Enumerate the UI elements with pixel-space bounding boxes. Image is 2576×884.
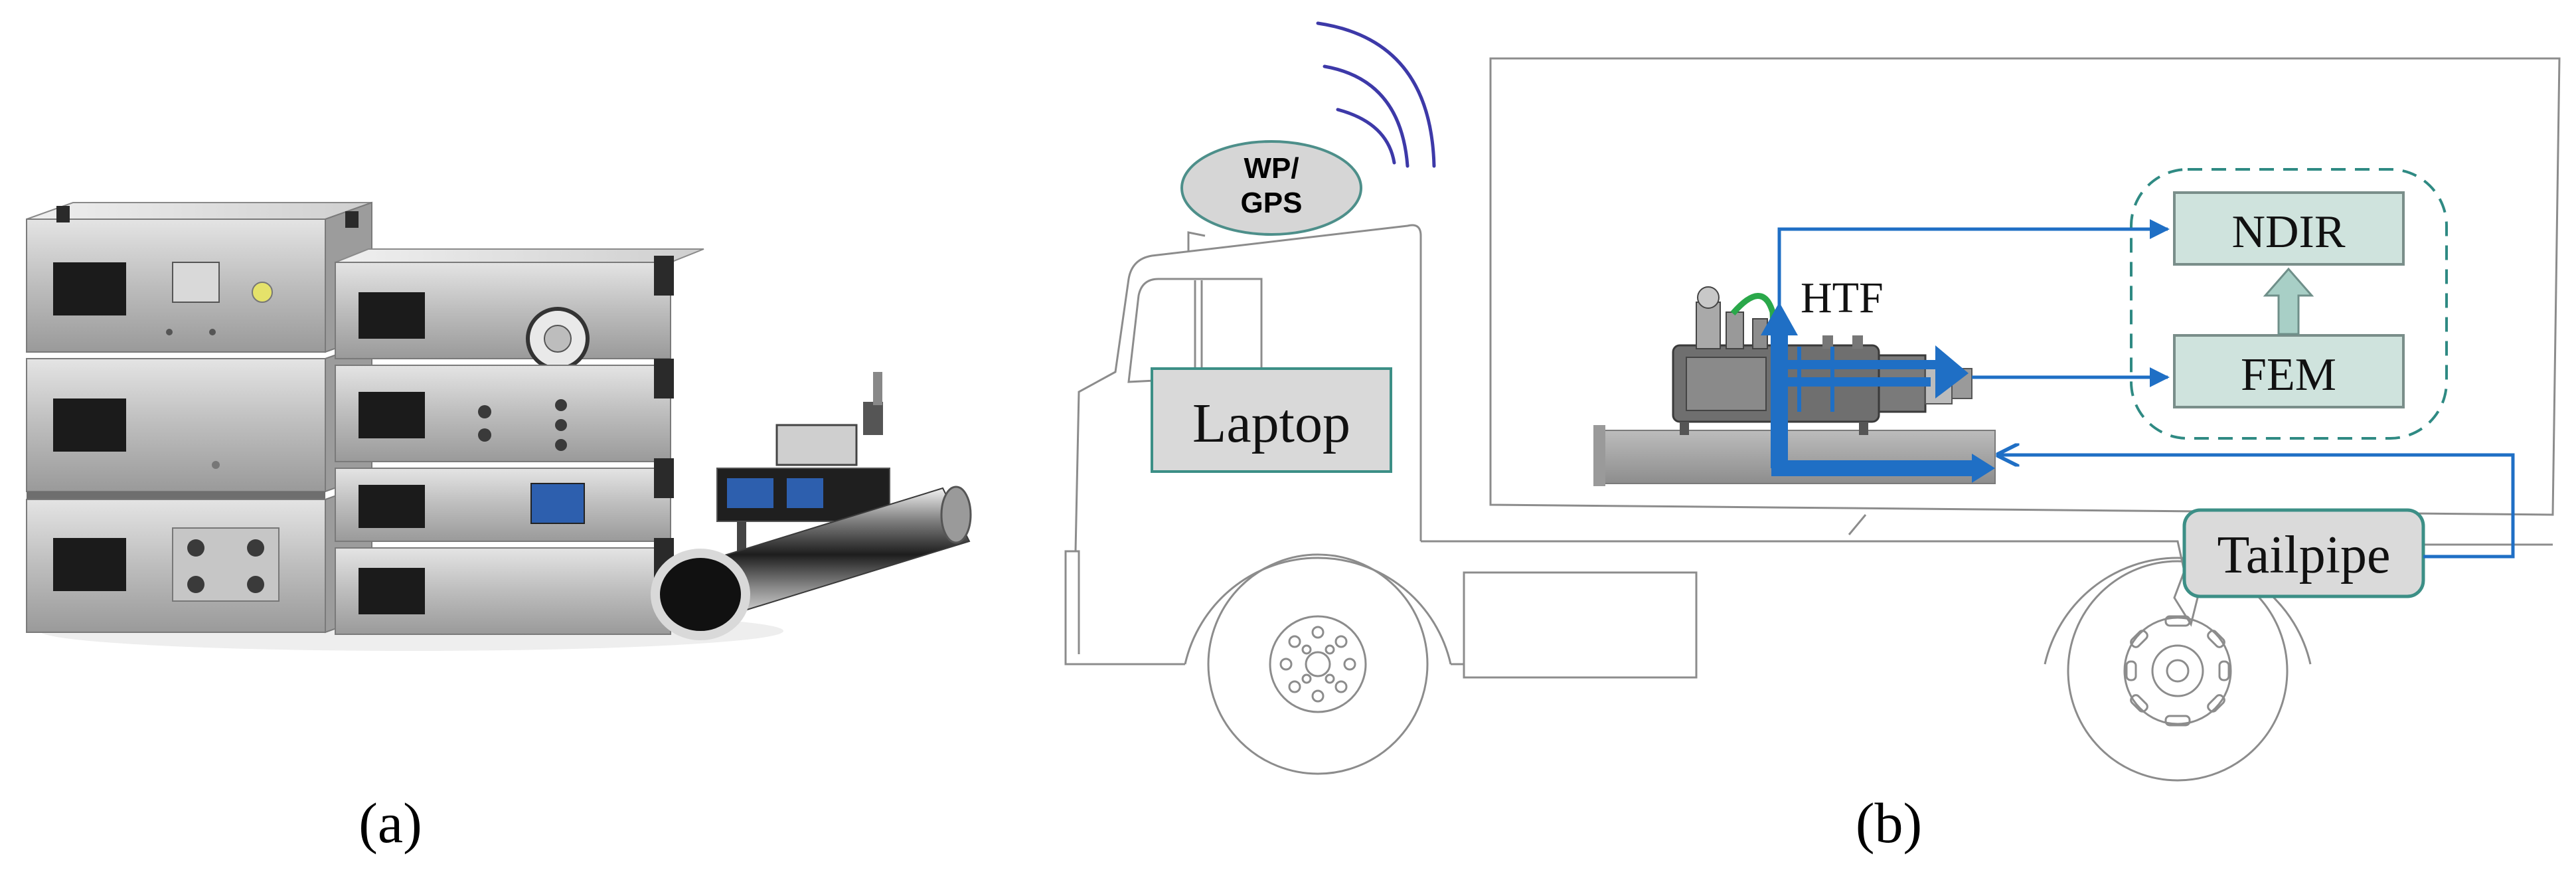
htf-label: HTF	[1801, 274, 1884, 322]
analyzer-group-dashed	[2130, 168, 2448, 440]
tailpipe-box: Tailpipe	[2182, 508, 2425, 598]
fem-label: FEM	[2241, 349, 2336, 400]
fuel-tank	[1463, 571, 1698, 679]
cargo-box	[1489, 57, 2561, 516]
pems-equipment-photo: (a)	[26, 201, 972, 855]
ndir-box: NDIR	[2173, 191, 2405, 266]
sample-hose	[1730, 293, 1777, 346]
fem-to-ndir-arrow	[2263, 267, 2314, 335]
fem-box: FEM	[2173, 334, 2405, 408]
wireless-signal-icon	[1316, 21, 1436, 168]
laptop-box: Laptop	[1151, 367, 1392, 473]
panel-a-label: (a)	[359, 791, 422, 855]
analyzer-stack-left	[26, 201, 372, 634]
flow-lines	[1761, 219, 2515, 559]
wp-gps-line2: GPS	[1241, 187, 1303, 219]
wp-gps-line1: WP/	[1244, 152, 1299, 185]
panel-b-label: (b)	[1856, 791, 1922, 855]
ndir-label: NDIR	[2231, 207, 2345, 258]
htf-flow-meter	[1593, 286, 1996, 486]
rear-wheel	[2044, 557, 2312, 782]
laptop-label: Laptop	[1192, 393, 1350, 454]
tailpipe-label: Tailpipe	[2217, 526, 2391, 584]
analyzer-stack-right	[335, 248, 704, 635]
wp-gps-module: WP/ GPS	[1180, 140, 1362, 236]
exhaust-flow-meter	[651, 372, 972, 640]
truck-cab	[1064, 224, 1422, 665]
front-wheel	[1184, 553, 1464, 775]
